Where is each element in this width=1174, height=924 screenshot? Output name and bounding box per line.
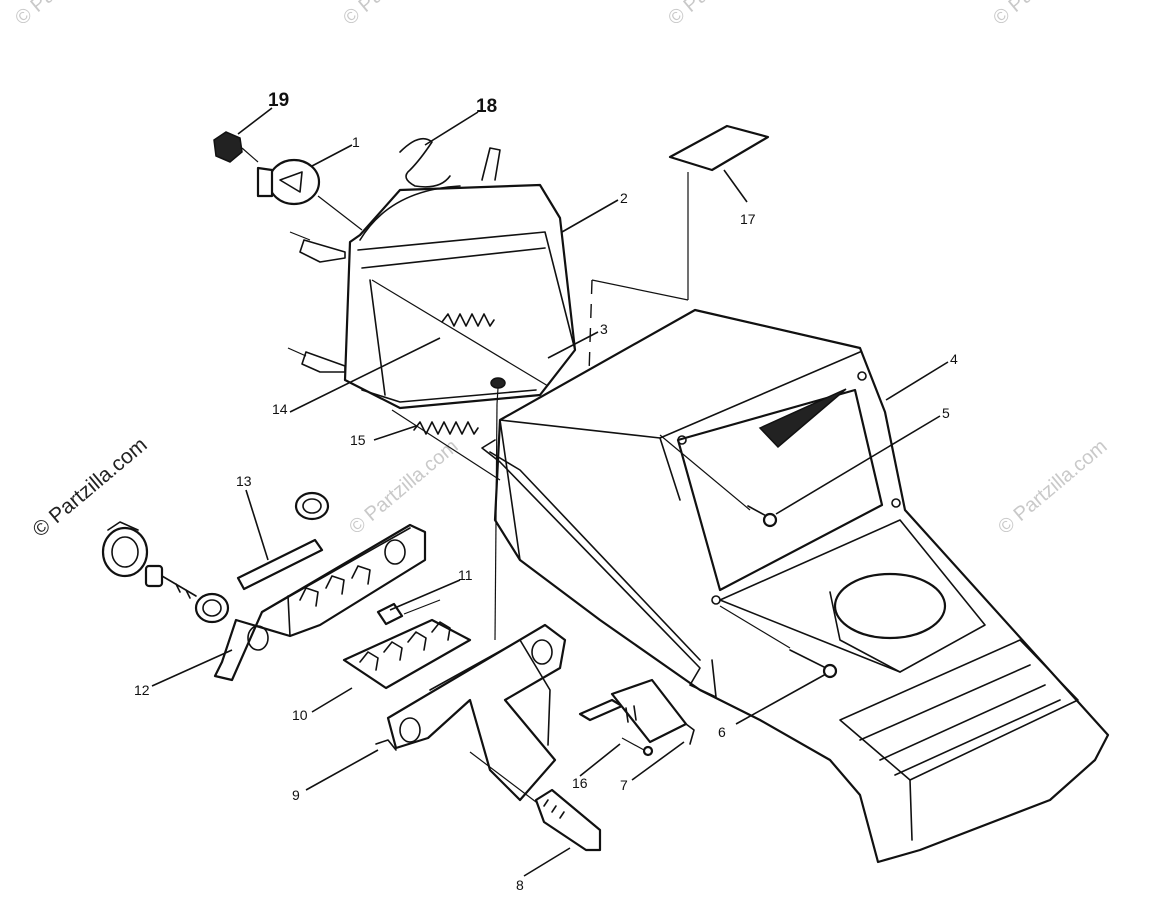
small-screw-part [621,737,654,757]
bezel-ring-upper-part [294,491,330,521]
pin-part [376,599,441,626]
callout-4: 4 [950,351,958,367]
watermark-side: © Partzilla.com [28,433,151,542]
bulb-socket-part [213,131,259,163]
mounting-bracket-part [375,623,567,802]
headlight-housing-part [287,147,577,410]
callout-9: 9 [292,787,300,803]
window-shading [758,388,847,449]
callout-15: 15 [350,432,366,448]
wire-clip-part [399,137,451,188]
screw-5-part [659,434,778,528]
callout-16: 16 [572,775,588,791]
leader-lines [151,107,949,877]
callout-5: 5 [942,405,950,421]
callout-12: 12 [134,682,150,698]
screw-part [490,377,506,641]
watermark-mid-3: © Partzilla.com [994,435,1111,538]
toggle-switch-part [578,678,695,745]
indicator-bulb-part [469,751,602,852]
watermark-top-3: © Pa [664,0,713,30]
callout-13: 13 [236,473,252,489]
spring-lower-part [391,409,501,481]
callout-6: 6 [718,724,726,740]
callout-3: 3 [600,321,608,337]
decal-part [668,124,770,172]
callout-14: 14 [272,401,288,417]
callout-7: 7 [620,777,628,793]
screw-6-part [719,605,838,679]
label-strip-part [236,538,324,591]
callout-1: 1 [352,134,360,150]
callout-17: 17 [740,211,756,227]
callout-8: 8 [516,877,524,893]
callout-19: 19 [268,90,289,111]
gauge-hole [833,572,947,640]
watermark-top-1: © Pa [11,0,60,30]
callout-10: 10 [292,707,308,723]
ignition-switch-part [101,521,149,578]
console-body-part [481,308,1110,864]
watermark-top-2: © Pa [339,0,388,30]
watermark-top-4: © Pa [989,0,1038,30]
bezel-ring-lower-part [194,592,230,624]
watermark-mid-1: © Partzilla.com [345,435,462,538]
callout-18: 18 [476,96,497,117]
bulb-part [256,158,363,231]
key-part [144,564,197,599]
callout-2: 2 [620,190,628,206]
switch-bracket-part [213,523,427,682]
switch-block-part [342,618,472,690]
callout-labels: 19 18 1 2 17 3 4 5 6 14 15 13 11 12 10 9… [134,90,958,893]
callout-11: 11 [458,567,473,583]
spring-upper-part [371,279,549,387]
